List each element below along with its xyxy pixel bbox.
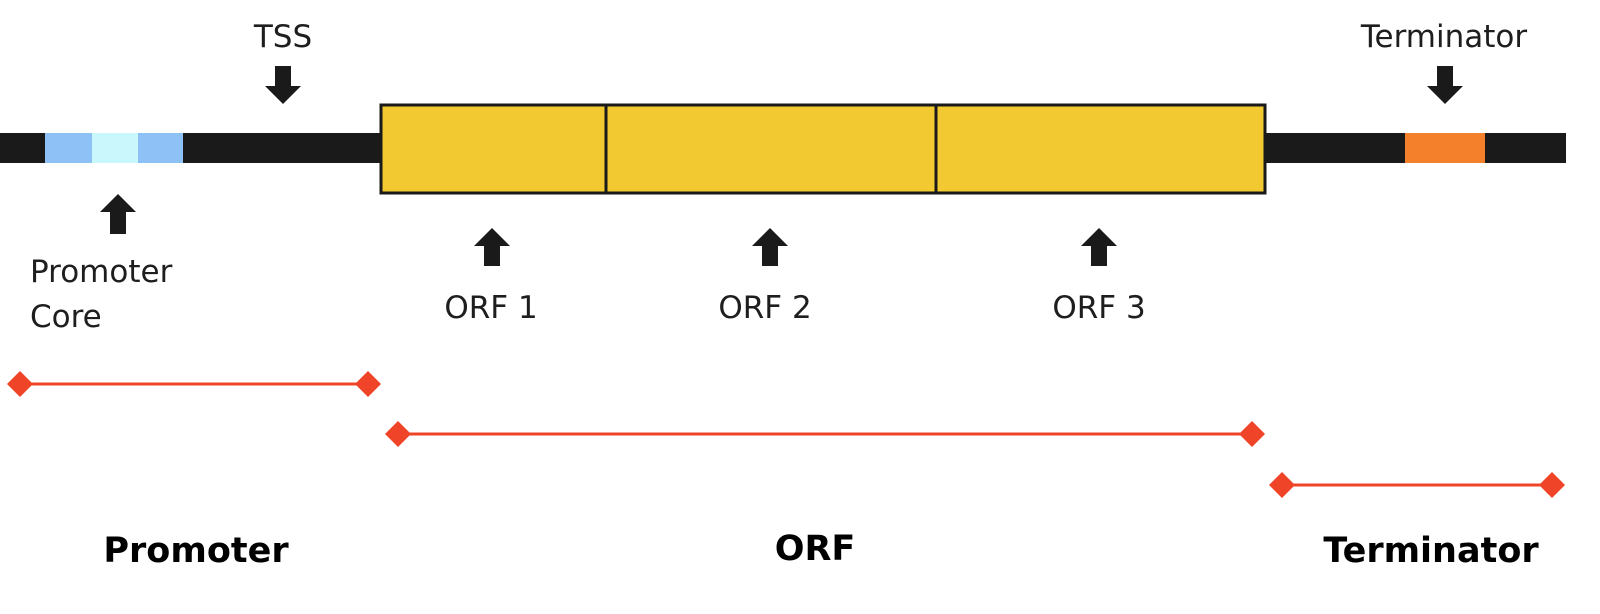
orf3-arrow-icon xyxy=(1081,228,1117,266)
promoter-region-label: Promoter xyxy=(103,531,289,571)
orf-region-label: ORF xyxy=(775,529,856,569)
promoter-core-label-line1: Promoter xyxy=(30,254,173,290)
promoter-core-band-right xyxy=(138,133,183,163)
orf-span-start-diamond xyxy=(385,421,411,447)
terminator-span-start-diamond xyxy=(1269,472,1295,498)
orf1-label: ORF 1 xyxy=(444,290,537,326)
terminator-span-end-diamond xyxy=(1539,472,1565,498)
orf-box xyxy=(379,103,1267,195)
terminator-band xyxy=(1405,133,1485,163)
terminator-region-label: Terminator xyxy=(1323,531,1539,571)
orf-span xyxy=(385,421,1265,447)
orf3-segment xyxy=(934,103,1267,195)
promoter-span xyxy=(7,371,381,397)
terminator-span xyxy=(1269,472,1565,498)
orf1-segment xyxy=(379,103,608,195)
terminator-arrow-icon xyxy=(1427,66,1463,104)
orf1-arrow-icon xyxy=(474,228,510,266)
orf3-label: ORF 3 xyxy=(1052,290,1145,326)
promoter-span-end-diamond xyxy=(355,371,381,397)
promoter-core-label-line2: Core xyxy=(30,299,102,335)
tss-arrow-icon xyxy=(265,66,301,104)
promoter-core-band-center xyxy=(92,133,138,163)
tss-label: TSS xyxy=(253,19,312,55)
promoter-core-arrow-icon xyxy=(100,194,136,234)
terminator-top-label: Terminator xyxy=(1360,19,1528,55)
orf2-arrow-icon xyxy=(752,228,788,266)
promoter-span-start-diamond xyxy=(7,371,33,397)
orf2-label: ORF 2 xyxy=(718,290,811,326)
promoter-core-band-left xyxy=(45,133,92,163)
orf-span-end-diamond xyxy=(1239,421,1265,447)
orf2-segment xyxy=(604,103,938,195)
